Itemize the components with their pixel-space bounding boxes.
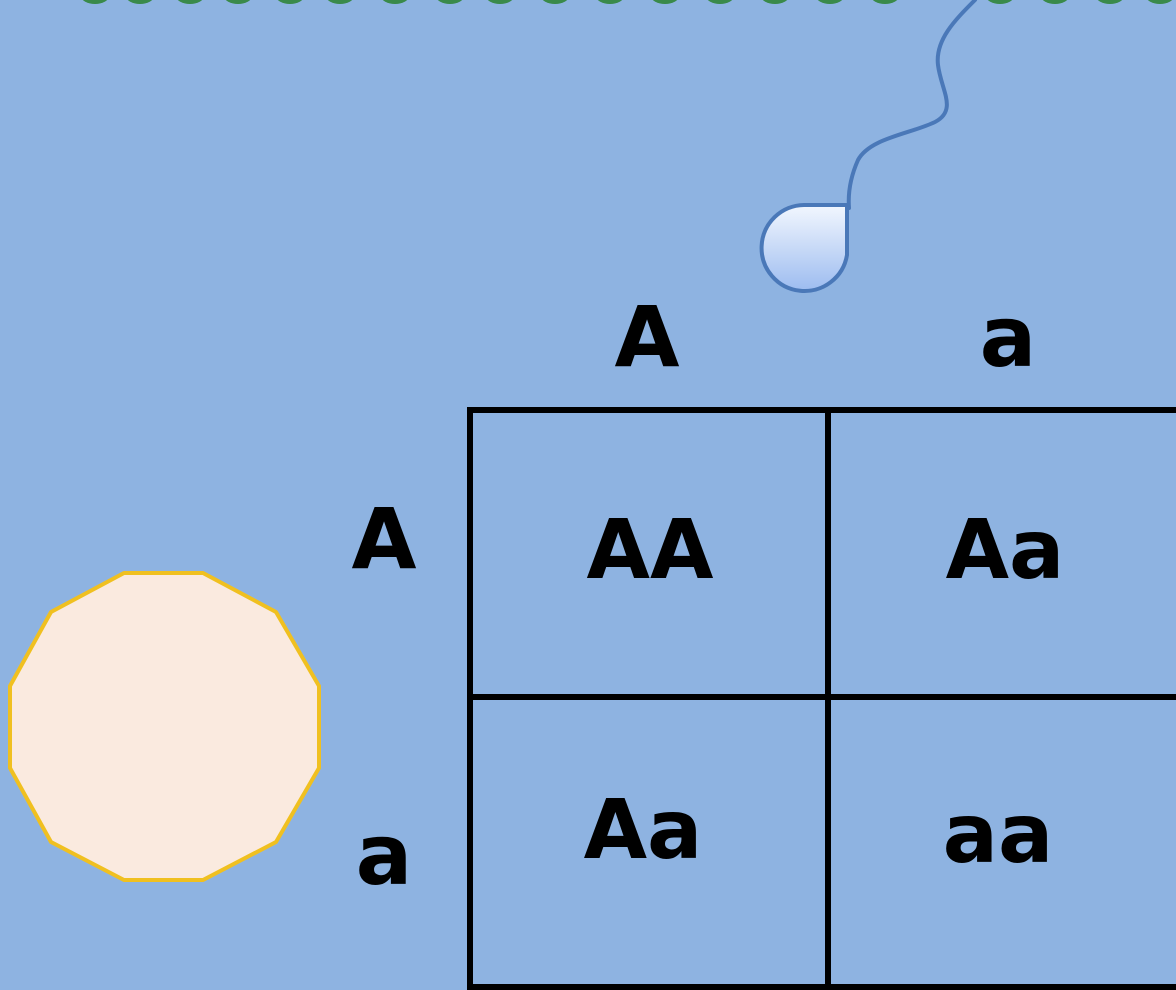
cell-genotype-r1c1: AA (587, 503, 714, 598)
cell-genotype-r2c1: Aa (584, 783, 703, 878)
cell-genotype-r1c2: Aa (946, 503, 1065, 598)
side-allele-2: a (356, 806, 413, 904)
cell-genotype-r2c2: aa (943, 787, 1054, 882)
top-allele-1: A (614, 288, 679, 386)
punnett-grid (467, 407, 1176, 990)
side-allele-1: A (351, 490, 416, 588)
sperm-tail (846, 0, 977, 210)
sperm-head (759, 203, 849, 293)
sperm-cell-icon (759, 0, 977, 293)
cut-off-title-text (82, 0, 1173, 4)
top-allele-2: a (980, 288, 1037, 386)
egg-cell-icon (8, 571, 321, 882)
